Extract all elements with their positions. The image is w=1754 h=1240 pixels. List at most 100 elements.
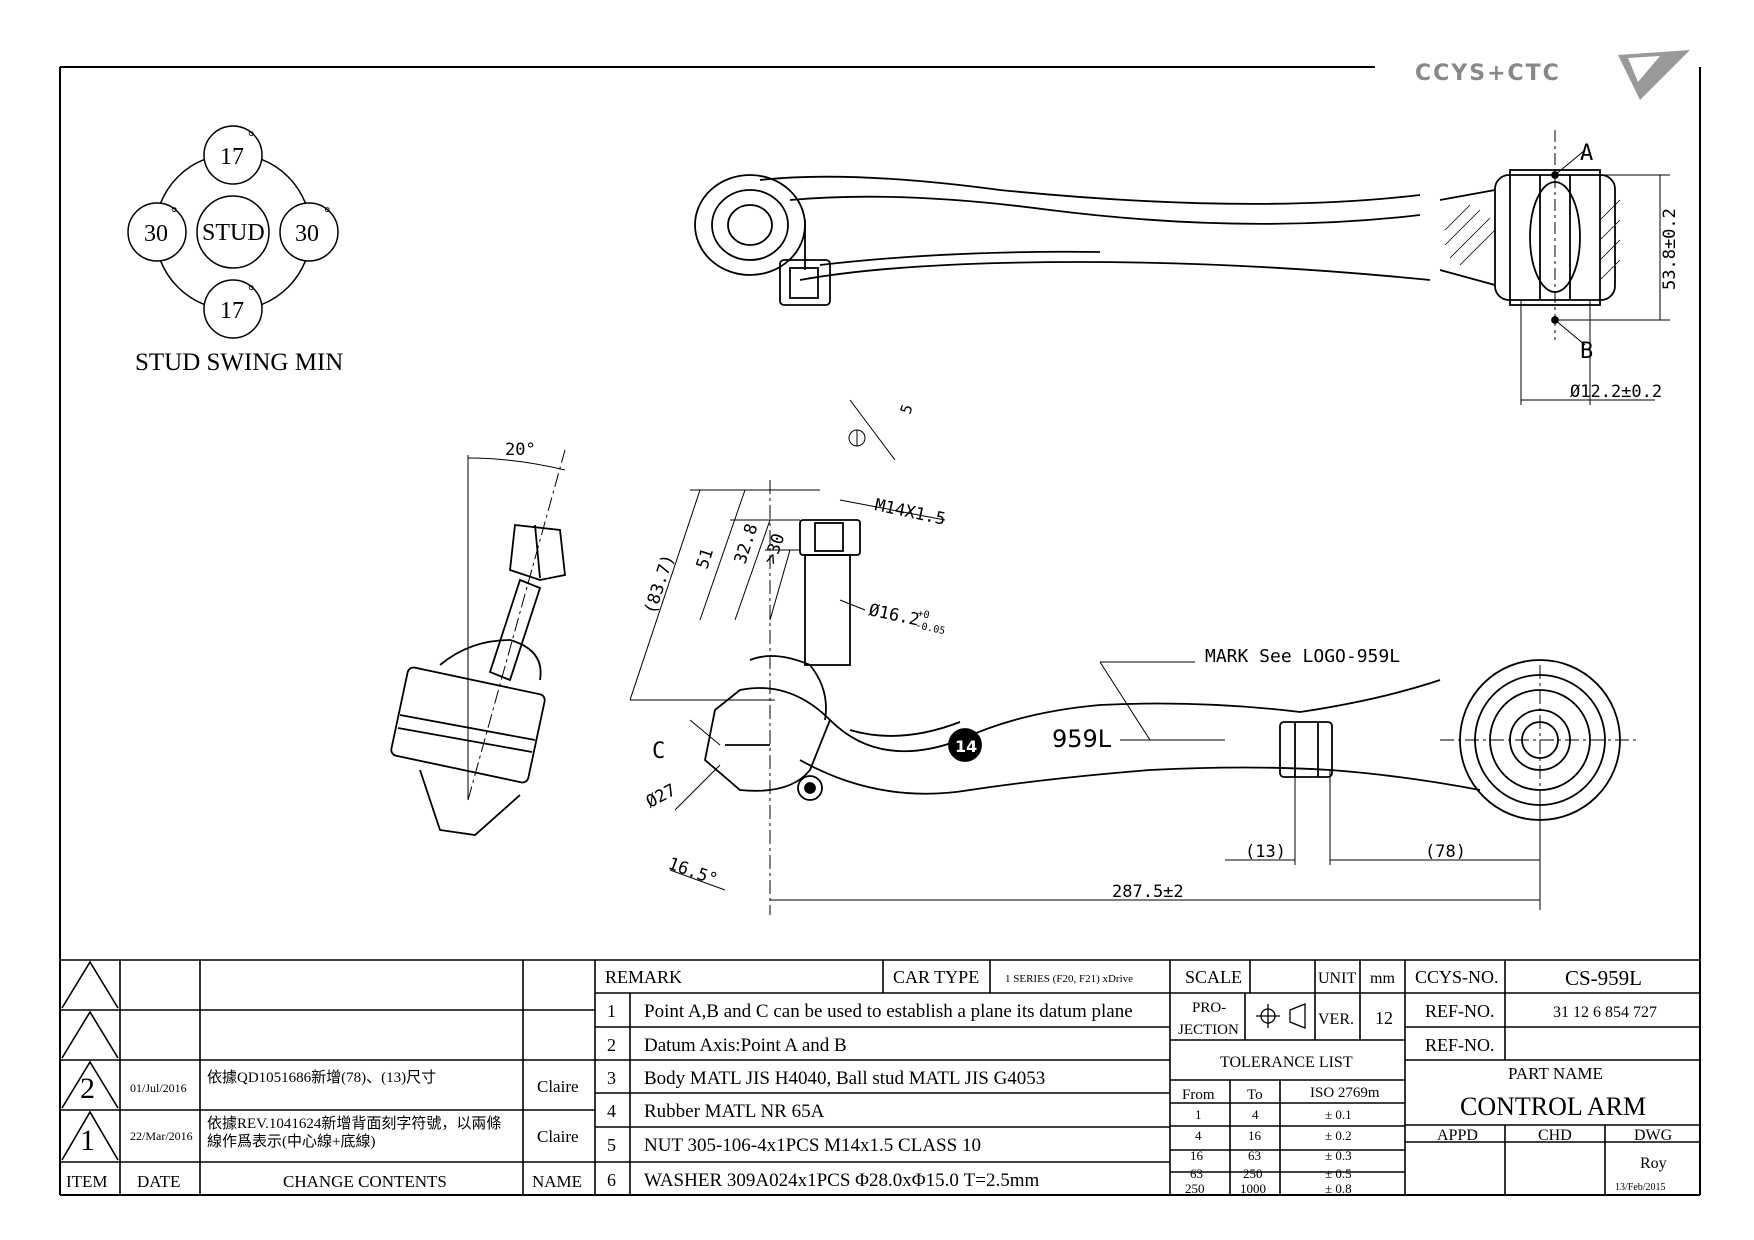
dim-13: (13) — [1245, 842, 1286, 862]
tol-header-from: From — [1182, 1087, 1215, 1103]
part-name-label: PART NAME — [1508, 1064, 1603, 1083]
car-type-label: CAR TYPE — [893, 967, 979, 987]
rev-item-1: 1 — [80, 1124, 95, 1157]
rev-name-1: Claire — [537, 1127, 579, 1146]
top-view-control-arm — [694, 130, 1670, 405]
dim-78: (78) — [1425, 842, 1466, 862]
tol-header-iso: ISO 2769m — [1310, 1085, 1380, 1101]
dim-51: 51 — [693, 546, 718, 572]
swing-top: 17 — [220, 144, 244, 170]
remark-text-5: NUT 305-106-4x1PCS M14x1.5 CLASS 10 — [644, 1135, 981, 1156]
drawing-date: 13/Feb/2015 — [1615, 1182, 1666, 1193]
dia-27-dim: Ø27 — [643, 780, 680, 812]
unit-label: UNIT — [1318, 970, 1356, 987]
tolerance-title: TOLERANCE LIST — [1220, 1054, 1353, 1071]
company-logo: CCYS+CTC — [1415, 50, 1690, 100]
tol-val-1: ± 0.1 — [1325, 1107, 1352, 1122]
stud-swing-diagram — [127, 125, 339, 339]
tol-from-4: 63 — [1190, 1166, 1203, 1181]
scale-label: SCALE — [1185, 967, 1242, 987]
tol-header-to: To — [1247, 1087, 1263, 1103]
dim-30: >30 — [761, 531, 790, 566]
tol-to-4: 250 — [1243, 1166, 1263, 1181]
ccys-label: CCYS-NO. — [1415, 967, 1499, 987]
rev-contents-2: 依據QD1051686新增(78)、(13)尺寸 — [207, 1069, 436, 1086]
rev-header-name: NAME — [532, 1172, 582, 1191]
swing-degree-right: ° — [324, 205, 330, 222]
rev-date-2: 01/Jul/2016 — [130, 1081, 187, 1095]
stud-dimensions — [629, 399, 946, 891]
bushing-dia-dimension: Ø12.2±0.2 — [1570, 382, 1662, 402]
swing-bottom: 17 — [220, 298, 244, 324]
appd-label: APPD — [1437, 1127, 1478, 1144]
tol-val-2: ± 0.2 — [1325, 1128, 1352, 1143]
drawer-name: Roy — [1640, 1155, 1667, 1172]
car-type-value: 1 SERIES (F20, F21) xDrive — [1005, 973, 1133, 985]
unit-value: mm — [1370, 970, 1395, 987]
rev-item-2: 2 — [80, 1072, 95, 1105]
ver-label: VER. — [1318, 1011, 1354, 1028]
point-b-label: B — [1580, 339, 1593, 364]
height-dimension: 53.8±0.2 — [1660, 208, 1680, 290]
tol-val-5: ± 0.8 — [1325, 1181, 1352, 1196]
remark-no-6: 6 — [607, 1170, 616, 1190]
tol-val-3: ± 0.3 — [1325, 1148, 1352, 1163]
angle-16-5: 16.5° — [665, 854, 720, 890]
remark-text-6: WASHER 309A024x1PCS Φ28.0xΦ15.0 T=2.5mm — [644, 1170, 1040, 1191]
swing-degree-top: ° — [248, 129, 254, 146]
point-c-label: C — [652, 739, 665, 764]
remark-no-4: 4 — [607, 1101, 616, 1121]
top-view-hatching — [1444, 199, 1621, 281]
rev-contents-1: 依據REV.1041624新增背面刻字符號，以兩條 — [207, 1115, 501, 1132]
rev-header-item: ITEM — [66, 1172, 108, 1191]
tol-to-2: 16 — [1248, 1128, 1262, 1143]
drawing-border — [59, 66, 1701, 1196]
ref2-label: REF-NO. — [1425, 1035, 1495, 1055]
rev-contents-1-line2: 線作爲表示(中心線+底線) — [207, 1133, 375, 1150]
tol-from-5: 250 — [1185, 1181, 1205, 1196]
remark-text-1: Point A,B and C can be used to establish… — [644, 1001, 1133, 1022]
thread-dim: M14X1.5 — [873, 495, 947, 529]
rev-name-2: Claire — [537, 1077, 579, 1096]
point-a-label: A — [1580, 141, 1593, 166]
dwg-label: DWG — [1634, 1127, 1673, 1144]
remark-text-4: Rubber MATL NR 65A — [644, 1101, 825, 1122]
ref-label: REF-NO. — [1425, 1001, 1495, 1021]
ball-joint-angle: 20° — [505, 440, 536, 460]
dim-length: 287.5±2 — [1112, 882, 1184, 902]
projection-label: PRO- — [1192, 1000, 1226, 1016]
swing-center: STUD — [202, 220, 265, 246]
stud-dia-dim: Ø16.2 — [867, 600, 921, 630]
ver-value: 12 — [1375, 1008, 1393, 1028]
tol-from-3: 16 — [1190, 1148, 1204, 1163]
side-view-dimensions — [770, 661, 1541, 910]
swing-left: 30 — [144, 221, 168, 247]
swing-degree-left: ° — [171, 205, 177, 222]
part-label-959l: 959L — [1052, 725, 1112, 753]
remark-label: REMARK — [605, 967, 682, 987]
remark-no-3: 3 — [607, 1068, 616, 1088]
rev-date-1: 22/Mar/2016 — [130, 1129, 193, 1143]
swing-right: 30 — [295, 221, 319, 247]
side-view-control-arm — [704, 480, 1640, 915]
tol-from-2: 4 — [1195, 1128, 1202, 1143]
num-14-label: 14 — [955, 737, 977, 756]
dim-32-8: 32.8 — [731, 521, 763, 566]
dim-83-7: (83.7) — [641, 552, 679, 617]
remark-text-3: Body MATL JIS H4040, Ball stud MATL JIS … — [644, 1068, 1045, 1089]
remark-no-5: 5 — [607, 1135, 616, 1155]
projection-label-2: JECTION — [1178, 1022, 1239, 1038]
logo-text: CCYS+CTC — [1415, 61, 1561, 86]
ball-joint-view — [390, 449, 566, 836]
stud-dia-tol-upper: +0 — [916, 608, 930, 621]
swing-label: STUD SWING MIN — [135, 349, 343, 376]
dim-5: 5 — [897, 402, 917, 416]
part-name: CONTROL ARM — [1460, 1092, 1646, 1121]
remark-no-1: 1 — [607, 1001, 616, 1021]
remark-text-2: Datum Axis:Point A and B — [644, 1035, 847, 1056]
rev-header-contents: CHANGE CONTENTS — [283, 1172, 447, 1191]
projection-symbol-icon — [1256, 1003, 1306, 1029]
tol-val-4: ± 0.5 — [1325, 1166, 1352, 1181]
chd-label: CHD — [1538, 1127, 1572, 1144]
